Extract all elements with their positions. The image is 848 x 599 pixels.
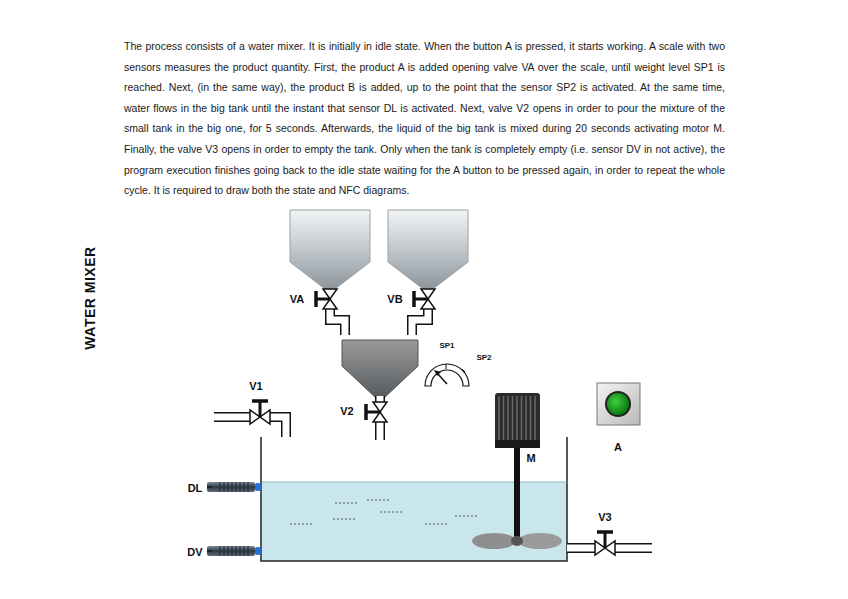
component-label: A xyxy=(614,442,622,453)
mixer-motor xyxy=(472,393,562,549)
water-mark xyxy=(367,500,389,501)
water-mark xyxy=(455,516,477,517)
pipe xyxy=(567,543,595,553)
start-button xyxy=(597,383,640,425)
hopper-b xyxy=(388,210,468,289)
weighing-tank xyxy=(342,340,418,398)
water-mark xyxy=(290,524,312,525)
water xyxy=(262,482,567,561)
component-label: V3 xyxy=(598,512,611,523)
pipe xyxy=(567,545,595,552)
pipe xyxy=(270,417,286,437)
description: The process consists of a water mixer. I… xyxy=(124,36,725,201)
valve-symbol xyxy=(316,289,337,309)
water-mark xyxy=(380,512,402,513)
component-label: VB xyxy=(387,294,402,305)
valve-symbol xyxy=(595,532,615,555)
component-label: SP2 xyxy=(476,354,491,362)
pipe xyxy=(615,543,652,553)
component-label: SP1 xyxy=(439,342,454,350)
component-label: DL xyxy=(188,483,203,494)
valve-symbol xyxy=(250,401,270,424)
scale-gauge xyxy=(425,364,469,386)
water-mark xyxy=(335,503,357,504)
water-mark xyxy=(333,519,355,520)
water-mark xyxy=(425,524,447,525)
pipe xyxy=(412,308,428,335)
pipe xyxy=(330,308,345,335)
pipe xyxy=(270,417,286,437)
level-sensor xyxy=(207,546,261,556)
pipe xyxy=(375,420,385,440)
valve-symbol xyxy=(414,289,435,309)
level-sensor xyxy=(207,482,261,492)
pipe xyxy=(412,308,428,335)
mixing-tank xyxy=(261,437,567,561)
title: WATER MIXER xyxy=(82,246,98,349)
component-label: DV xyxy=(187,547,202,558)
component-label: VA xyxy=(290,294,304,305)
component-label: V2 xyxy=(340,406,353,417)
pipe xyxy=(615,545,652,552)
hopper-a xyxy=(290,210,370,289)
pipe xyxy=(214,412,250,422)
pipe xyxy=(214,414,250,421)
pipe xyxy=(377,420,384,440)
valve-symbol xyxy=(366,402,387,422)
component-label: V1 xyxy=(249,381,262,392)
pipe xyxy=(330,308,345,335)
component-label: M xyxy=(526,453,535,464)
